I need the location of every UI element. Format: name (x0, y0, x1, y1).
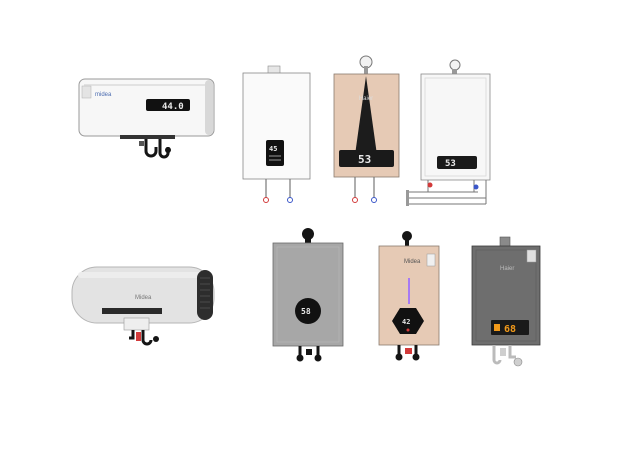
brand-logo: Midea (135, 295, 152, 301)
display-panel (491, 320, 529, 335)
brand-logo: midea (95, 92, 112, 98)
display-readout: 42 (402, 318, 410, 326)
display-readout: 68 (504, 324, 516, 335)
water-heater-gas-champagne[interactable]: Haier 53 (333, 55, 400, 203)
display-readout: 58 (301, 307, 311, 316)
water-heater-gas-white[interactable]: 45 (242, 65, 311, 203)
display-panel (295, 298, 321, 324)
display-readout: 53 (445, 159, 456, 169)
display-panel (146, 99, 190, 111)
display-panel (266, 140, 284, 166)
display-panel (339, 150, 394, 167)
water-heater-gas-white-box[interactable]: 53 (406, 59, 491, 206)
water-heater-electric-silver[interactable]: Midea (71, 266, 215, 346)
water-heater-gas-champagne-hex[interactable]: Midea 42 (378, 231, 440, 361)
water-heater-electric-white[interactable]: midea 44.0 (78, 78, 215, 159)
brand-logo: Midea (404, 259, 421, 265)
water-heater-gas-dark-gray[interactable]: Haier 68 (471, 236, 541, 367)
display-panel (392, 308, 424, 334)
control-strip (102, 308, 162, 314)
brand-logo: Haier (359, 96, 373, 102)
brand-logo: Haier (500, 266, 514, 272)
display-readout: 45 (269, 145, 277, 153)
display-readout: 44.0 (162, 102, 184, 112)
display-panel (437, 156, 477, 169)
water-heater-gas-gray-round[interactable]: 58 (272, 228, 344, 362)
display-readout: 53 (358, 153, 371, 166)
ambient-light-strip (408, 278, 410, 304)
